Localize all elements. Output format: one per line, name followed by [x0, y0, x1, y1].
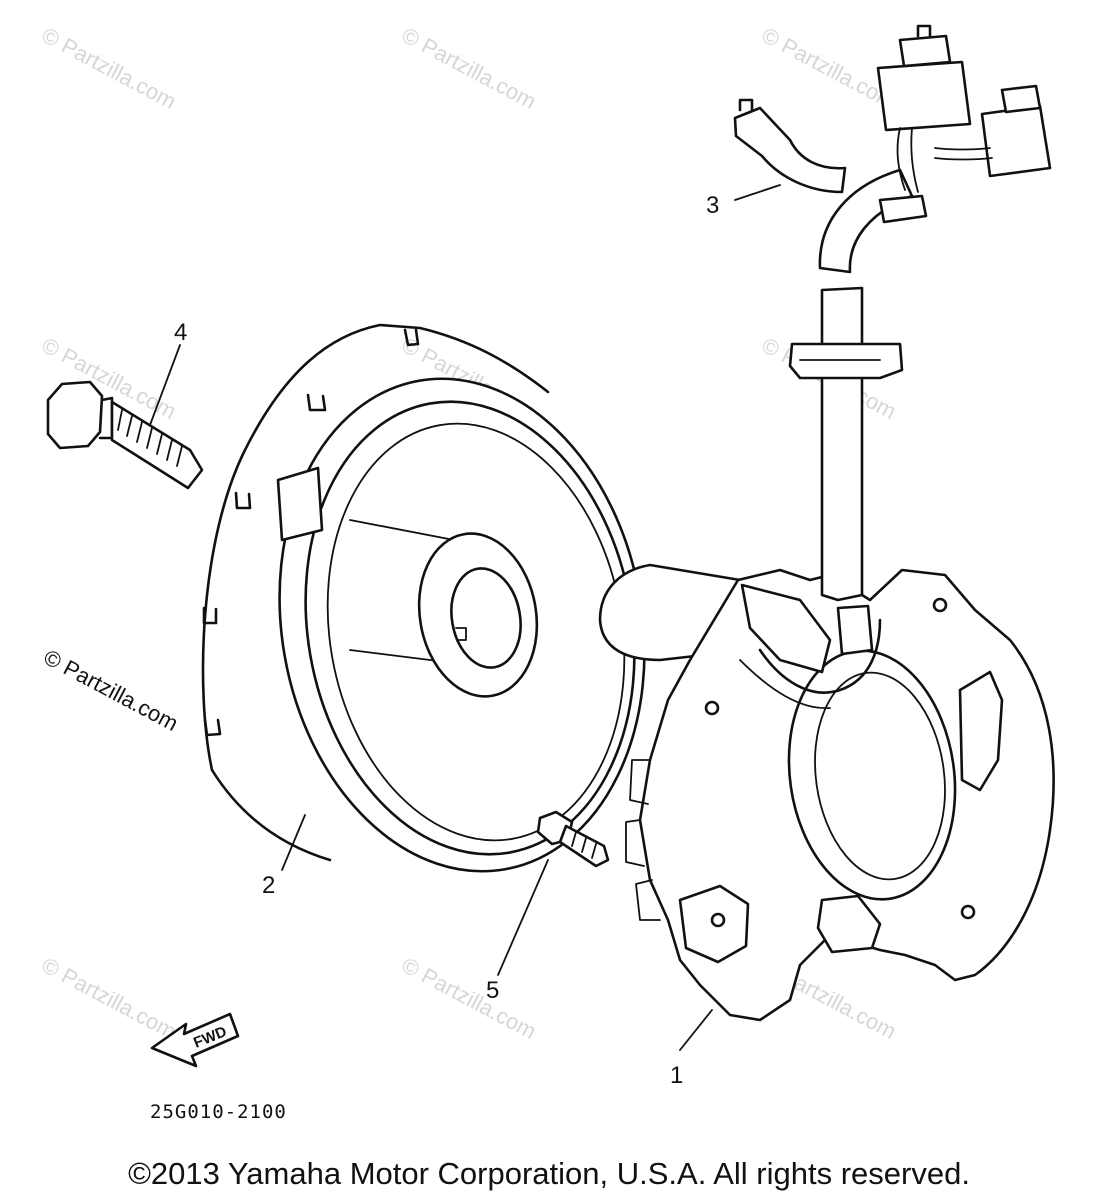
callout-3: 3 [706, 192, 719, 219]
part-code: 25G010-2100 [150, 1101, 287, 1123]
watermark: © Partzilla.com [398, 22, 541, 114]
copyright-notice: ©2013 Yamaha Motor Corporation, U.S.A. A… [128, 1156, 970, 1191]
leader-line-1 [679, 1009, 713, 1051]
watermark: © Partzilla.com [398, 952, 541, 1044]
leader-line-4 [149, 344, 181, 426]
callout-2: 2 [262, 872, 275, 899]
forward-arrow-icon: FWD [150, 1012, 240, 1068]
leader-line-2 [281, 814, 306, 871]
callout-4: 4 [174, 319, 187, 346]
leader-line-5 [497, 859, 549, 976]
leader-line-3 [734, 184, 781, 201]
watermark: © Partzilla.com [38, 22, 181, 114]
watermark: © Partzilla.com [38, 952, 181, 1044]
callout-1: 1 [670, 1062, 683, 1089]
bolt-part [46, 380, 204, 490]
callout-5: 5 [486, 977, 499, 1004]
screw-part [536, 810, 610, 868]
side-watermark: © Partzilla.com [40, 644, 183, 736]
stator-part [598, 563, 1055, 1022]
wire-harness-part [733, 24, 1052, 602]
leader-lines [149, 184, 781, 1051]
